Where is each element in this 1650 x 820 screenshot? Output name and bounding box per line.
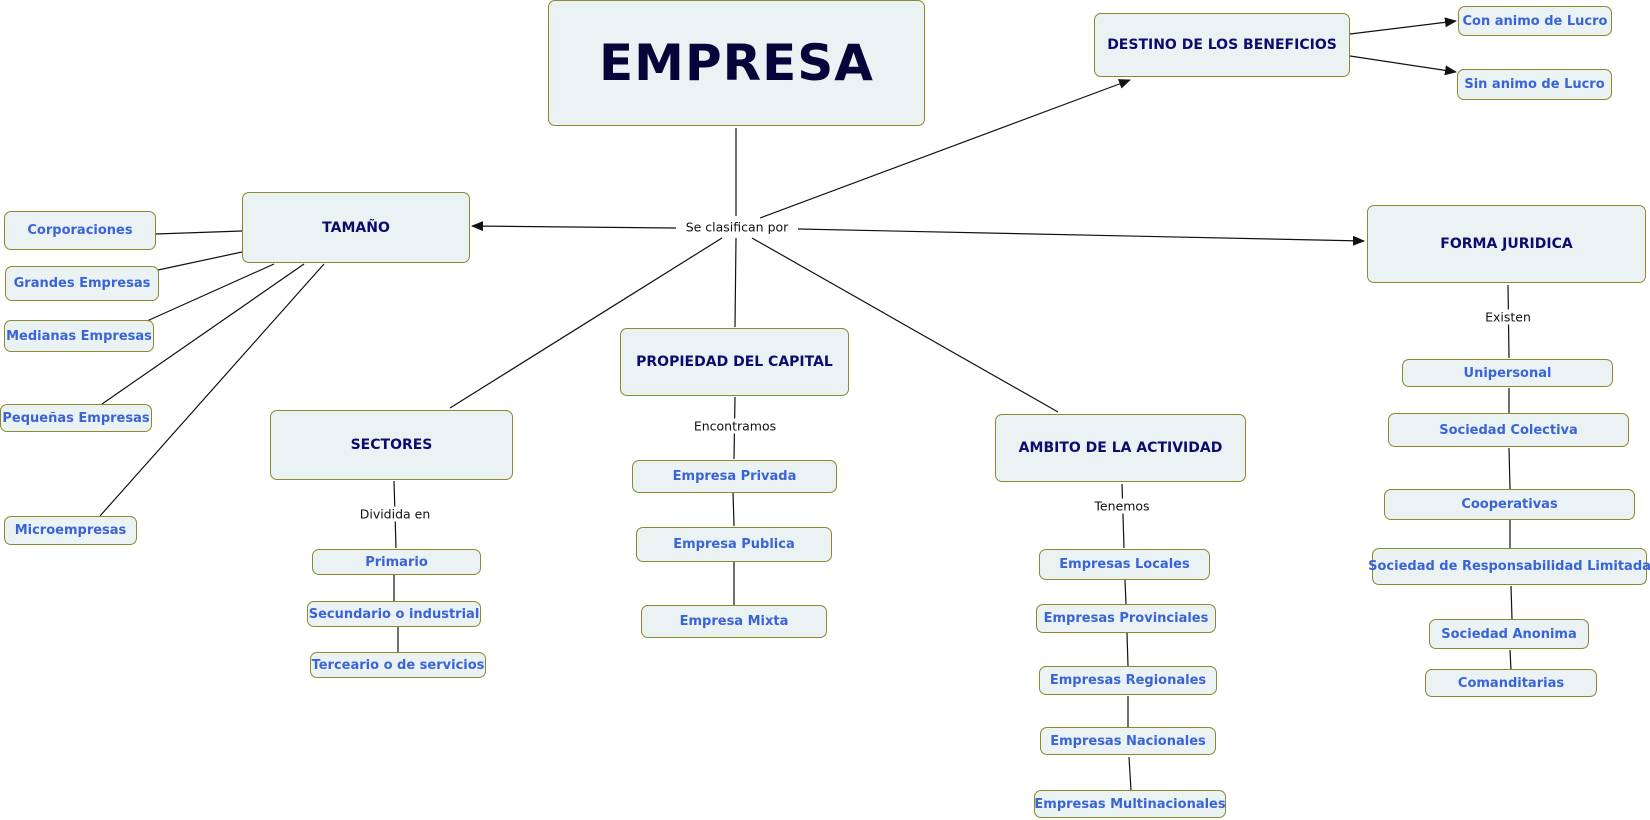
- leaf-label: Empresa Privada: [672, 469, 797, 484]
- leaf-label: Sin animo de Lucro: [1464, 77, 1605, 92]
- category-node-propiedad[interactable]: PROPIEDAD DEL CAPITAL: [620, 328, 849, 396]
- category-label: TAMAÑO: [322, 219, 390, 236]
- leaf-node-empresas-nacionales[interactable]: Empresas Nacionales: [1040, 727, 1216, 755]
- leaf-label: Con animo de Lucro: [1462, 13, 1608, 29]
- leaf-node-empresa-mixta[interactable]: Empresa Mixta: [641, 605, 827, 638]
- category-label: SECTORES: [350, 437, 433, 453]
- leaf-node-corporaciones[interactable]: Corporaciones: [4, 211, 156, 250]
- link-label-existen: Existen: [1482, 309, 1534, 325]
- leaf-label: Empresa Mixta: [679, 614, 789, 629]
- leaf-label: Empresa Publica: [673, 537, 795, 552]
- leaf-label: Empresas Provinciales: [1043, 611, 1209, 626]
- root-node-label: EMPRESA: [599, 34, 874, 92]
- leaf-label: Comanditarias: [1457, 675, 1565, 691]
- leaf-node-empresas-locales[interactable]: Empresas Locales: [1039, 549, 1210, 580]
- leaf-label: Pequeñas Empresas: [2, 410, 150, 426]
- leaf-label: Empresas Nacionales: [1050, 733, 1206, 749]
- leaf-node-empresa-privada[interactable]: Empresa Privada: [632, 460, 837, 493]
- link-privada-publica: [732, 491, 735, 527]
- link-label-dividida-en: Dividida en: [356, 506, 434, 522]
- link-anonima-comanditarias: [1509, 649, 1512, 671]
- leaf-label: Empresas Regionales: [1049, 673, 1207, 688]
- category-node-ambito[interactable]: AMBITO DE LA ACTIVIDAD: [995, 414, 1246, 482]
- leaf-node-cooperativas[interactable]: Cooperativas: [1384, 489, 1635, 520]
- link-destino-sin: [1349, 55, 1457, 76]
- link-colectiva-cooperativas: [1508, 447, 1511, 490]
- link-tamano-corporaciones: [155, 230, 243, 235]
- link-nacionales-multinacionales: [1128, 756, 1132, 791]
- category-node-forma[interactable]: FORMA JURIDICA: [1367, 205, 1646, 283]
- leaf-label: Secundario o industrial: [308, 606, 480, 622]
- leaf-label: Primario: [365, 554, 428, 570]
- leaf-label: Corporaciones: [27, 223, 133, 238]
- leaf-node-primario[interactable]: Primario: [312, 549, 481, 575]
- link-hub-sectores: [449, 237, 723, 409]
- category-label: AMBITO DE LA ACTIVIDAD: [1018, 440, 1223, 456]
- leaf-label: Microempresas: [14, 523, 127, 538]
- link-hub-tamano: [471, 221, 677, 232]
- link-label-encontramos: Encontramos: [690, 418, 780, 434]
- leaf-label: Sociedad Anonima: [1441, 626, 1577, 642]
- link-hub-ambito: [751, 237, 1059, 413]
- leaf-label: Sociedad de Responsabilidad Limitada: [1368, 559, 1650, 574]
- leaf-label: Medianas Empresas: [6, 328, 152, 344]
- leaf-node-pequenas-empresas[interactable]: Pequeñas Empresas: [0, 404, 152, 432]
- leaf-label: Sociedad Colectiva: [1439, 422, 1578, 438]
- category-node-tamano[interactable]: TAMAÑO: [242, 192, 470, 263]
- leaf-node-terceario[interactable]: Terceario o de servicios: [310, 652, 486, 678]
- category-label: PROPIEDAD DEL CAPITAL: [636, 354, 833, 370]
- leaf-node-empresas-multinacionales[interactable]: Empresas Multinacionales: [1034, 790, 1226, 818]
- leaf-node-empresa-publica[interactable]: Empresa Publica: [636, 527, 832, 562]
- leaf-node-sociedad-responsabilidad-limitada[interactable]: Sociedad de Responsabilidad Limitada: [1368, 548, 1650, 585]
- leaf-node-con-animo-de-lucro[interactable]: Con animo de Lucro: [1458, 6, 1612, 36]
- link-hub-propiedad: [734, 237, 737, 328]
- link-ambito-locales: [1121, 483, 1125, 549]
- leaf-node-microempresas[interactable]: Microempresas: [4, 516, 137, 545]
- leaf-node-medianas-empresas[interactable]: Medianas Empresas: [4, 320, 154, 352]
- leaf-node-sociedad-colectiva[interactable]: Sociedad Colectiva: [1388, 413, 1629, 447]
- root-node-empresa[interactable]: EMPRESA: [548, 0, 925, 126]
- leaf-node-empresas-provinciales[interactable]: Empresas Provinciales: [1036, 604, 1216, 633]
- leaf-node-grandes-empresas[interactable]: Grandes Empresas: [5, 266, 159, 301]
- link-tamano-micro: [99, 263, 325, 517]
- category-node-destino[interactable]: DESTINO DE LOS BENEFICIOS: [1094, 13, 1350, 77]
- link-label-tenemos: Tenemos: [1091, 498, 1153, 514]
- leaf-label: Cooperativas: [1461, 497, 1558, 512]
- link-destino-con: [1349, 17, 1457, 35]
- link-label-se-clasifican-por: Se clasifican por: [682, 219, 792, 235]
- category-label: FORMA JURIDICA: [1440, 236, 1573, 252]
- link-srl-anonima: [1510, 585, 1513, 620]
- link-hub-forma: [797, 228, 1365, 246]
- leaf-label: Empresas Multinacionales: [1034, 796, 1226, 812]
- leaf-node-secundario[interactable]: Secundario o industrial: [307, 601, 481, 627]
- link-tamano-pequenas: [101, 263, 305, 405]
- leaf-node-comanditarias[interactable]: Comanditarias: [1425, 669, 1597, 697]
- link-tamano-medianas: [146, 263, 275, 322]
- leaf-node-sin-animo-de-lucro[interactable]: Sin animo de Lucro: [1457, 69, 1612, 100]
- leaf-label: Grandes Empresas: [13, 276, 151, 291]
- leaf-label: Unipersonal: [1463, 365, 1552, 381]
- leaf-node-sociedad-anonima[interactable]: Sociedad Anonima: [1429, 619, 1589, 649]
- category-node-sectores[interactable]: SECTORES: [270, 410, 513, 480]
- leaf-node-unipersonal[interactable]: Unipersonal: [1402, 359, 1613, 387]
- leaf-node-empresas-regionales[interactable]: Empresas Regionales: [1039, 666, 1217, 695]
- link-tamano-grandes: [157, 251, 243, 271]
- leaf-label: Terceario o de servicios: [311, 657, 485, 673]
- link-hub-destino: [759, 79, 1131, 219]
- link-provinciales-regionales: [1126, 632, 1129, 667]
- link-locales-provinciales: [1124, 579, 1127, 605]
- leaf-label: Empresas Locales: [1059, 557, 1190, 572]
- category-label: DESTINO DE LOS BENEFICIOS: [1107, 37, 1337, 53]
